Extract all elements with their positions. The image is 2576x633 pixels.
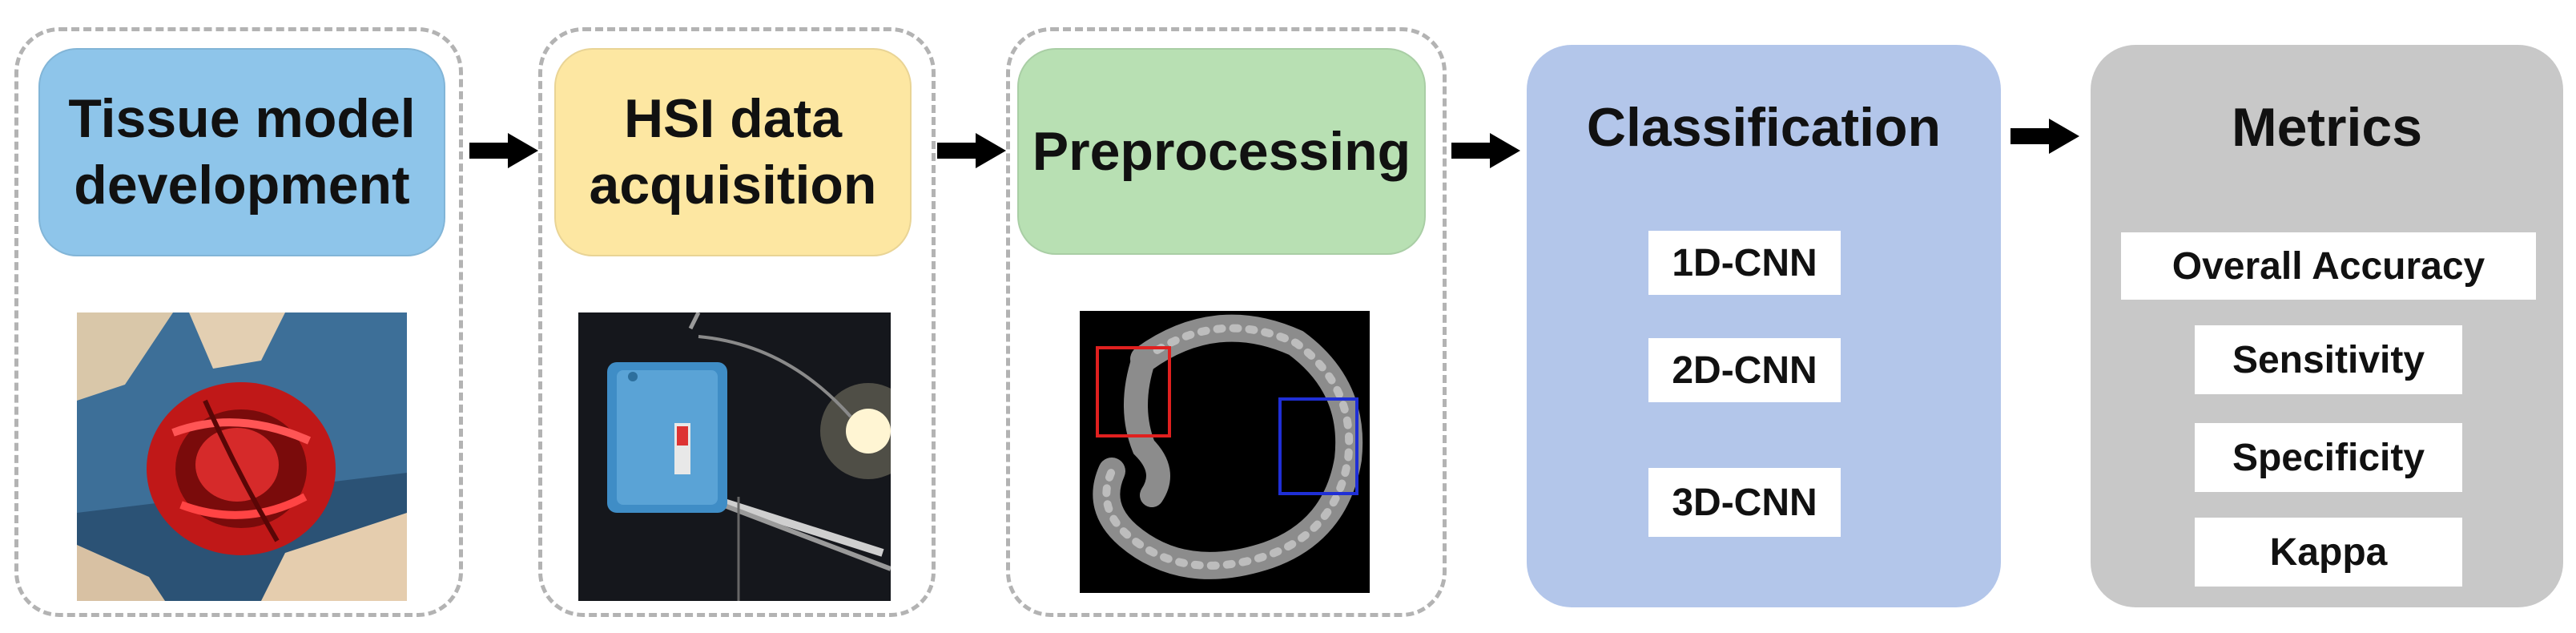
stage-preprocessing-label: Preprocessing [1017,48,1426,255]
metrics-title: Metrics [2231,97,2423,158]
tissue-photo [77,312,407,601]
metric-overall-accuracy: Overall Accuracy [2121,232,2536,300]
roi-red-box [1096,346,1171,437]
preprocessed-image [1080,311,1370,593]
arrow-4-icon [2010,119,2079,154]
metrics-panel: Metrics Overall Accuracy Sensitivity Spe… [2091,45,2563,607]
stage-hsi-acquisition-container [538,27,936,617]
method-3d-cnn: 3D-CNN [1648,468,1841,537]
metric-sensitivity: Sensitivity [2195,325,2462,394]
metric-kappa: Kappa [2195,518,2462,587]
camera-body [607,362,727,513]
tissue-blob [147,382,336,555]
method-1d-cnn: 1D-CNN [1648,231,1841,295]
arrow-1-icon [469,133,538,168]
roi-blue-box [1278,397,1358,495]
arrow-2-icon [937,133,1006,168]
hsi-camera-photo [578,312,891,601]
stage-hsi-acquisition-label: HSI data acquisition [554,48,912,256]
arrow-3-icon [1451,133,1520,168]
stage-tissue-model-container [14,27,463,617]
metric-specificity: Specificity [2195,423,2462,492]
method-2d-cnn: 2D-CNN [1648,338,1841,402]
classification-panel: Classification 1D-CNN 2D-CNN 3D-CNN [1527,45,2001,607]
stage-tissue-model-label: Tissue model development [38,48,445,256]
stage-preprocessing-container [1006,27,1447,617]
classification-title: Classification [1586,97,1942,158]
